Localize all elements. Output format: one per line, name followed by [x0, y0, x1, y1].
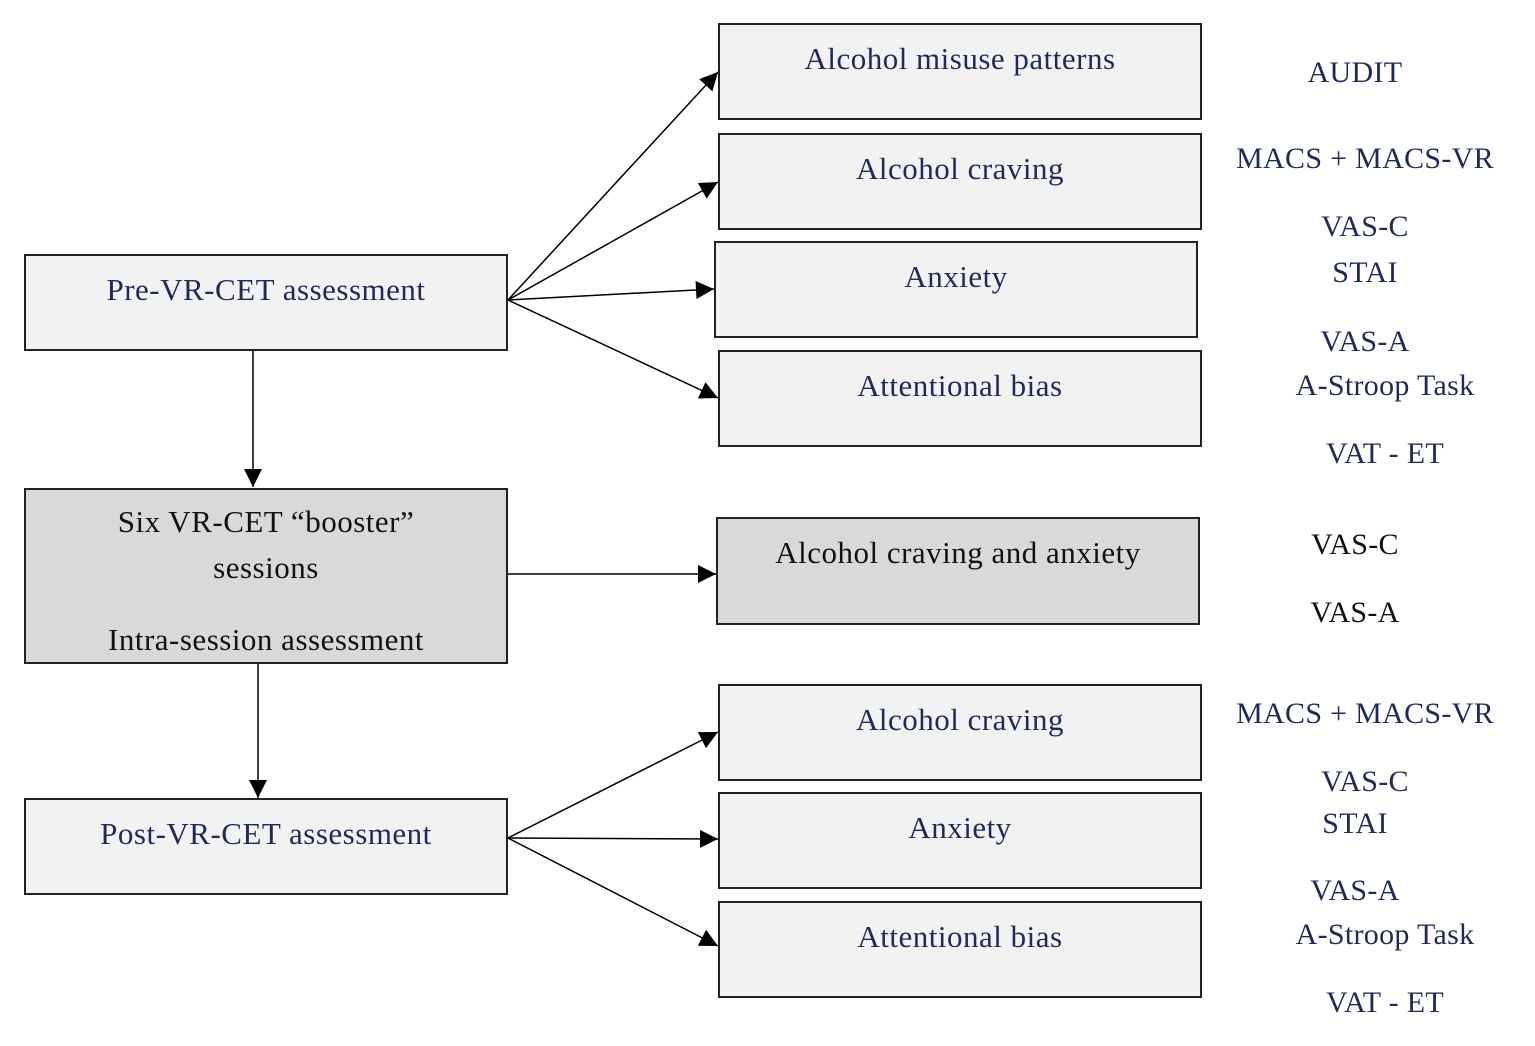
outcome-label: Anxiety	[904, 259, 1008, 294]
arrow-pre-to-anxiety	[507, 280, 715, 301]
pre-assessment-title: Pre-VR-CET assessment	[106, 272, 426, 307]
outcome-label: Alcohol craving	[855, 702, 1065, 737]
outcome-label: Alcohol craving	[855, 151, 1065, 186]
booster-line-1: Six VR-CET “booster”	[117, 504, 415, 539]
post-assessment-title: Post-VR-CET assessment	[100, 816, 432, 851]
booster-line-2: sessions	[213, 550, 319, 585]
pre-outcome-anxiety: Anxiety	[714, 241, 1198, 338]
pre-assessment-box: Pre-VR-CET assessment	[24, 254, 508, 351]
outcome-label: Attentional bias	[857, 919, 1063, 954]
measure-vat-et-post: VAT - ET	[1326, 986, 1444, 1019]
intra-outcome-craving-anxiety: Alcohol craving and anxiety	[716, 517, 1200, 625]
measure-vas-c: VAS-C	[1321, 210, 1409, 243]
measure-vat-et: VAT - ET	[1326, 437, 1444, 470]
arrow-pre-to-bias	[507, 299, 719, 399]
pre-outcome-attentional-bias: Attentional bias	[718, 350, 1202, 447]
outcome-label: Alcohol craving and anxiety	[775, 535, 1141, 570]
post-assessment-box: Post-VR-CET assessment	[24, 798, 508, 895]
measure-stai: STAI	[1332, 256, 1398, 289]
arrow-pre-to-misuse	[507, 71, 719, 301]
arrow-post-to-anxiety	[507, 829, 719, 848]
booster-sessions-box: Six VR-CET “booster” sessions Intra-sess…	[24, 488, 508, 664]
post-outcome-craving: Alcohol craving	[718, 684, 1202, 781]
measure-vas-a-post: VAS-A	[1310, 874, 1400, 907]
outcome-label: Alcohol misuse patterns	[804, 41, 1116, 76]
arrow-post-to-bias	[507, 837, 719, 947]
measure-a-stroop: A-Stroop Task	[1295, 369, 1475, 402]
outcome-label: Attentional bias	[857, 368, 1063, 403]
outcome-label: Anxiety	[908, 810, 1012, 845]
arrow-post-to-craving	[507, 731, 719, 839]
measure-vas-c-intra: VAS-C	[1311, 528, 1399, 561]
measure-stai-post: STAI	[1322, 807, 1388, 840]
measure-macs-post: MACS + MACS-VR	[1236, 697, 1494, 730]
measure-a-stroop-post: A-Stroop Task	[1295, 918, 1475, 951]
booster-line-3: Intra-session assessment	[108, 622, 424, 657]
measure-vas-a: VAS-A	[1320, 325, 1410, 358]
arrow-pre-to-craving	[507, 181, 719, 301]
post-outcome-anxiety: Anxiety	[718, 792, 1202, 889]
measure-macs: MACS + MACS-VR	[1236, 142, 1494, 175]
pre-outcome-misuse: Alcohol misuse patterns	[718, 23, 1202, 120]
measure-vas-c-post: VAS-C	[1321, 765, 1409, 798]
pre-outcome-craving: Alcohol craving	[718, 133, 1202, 230]
post-outcome-attentional-bias: Attentional bias	[718, 901, 1202, 998]
measure-vas-a-intra: VAS-A	[1310, 596, 1400, 629]
measure-audit: AUDIT	[1307, 56, 1403, 89]
